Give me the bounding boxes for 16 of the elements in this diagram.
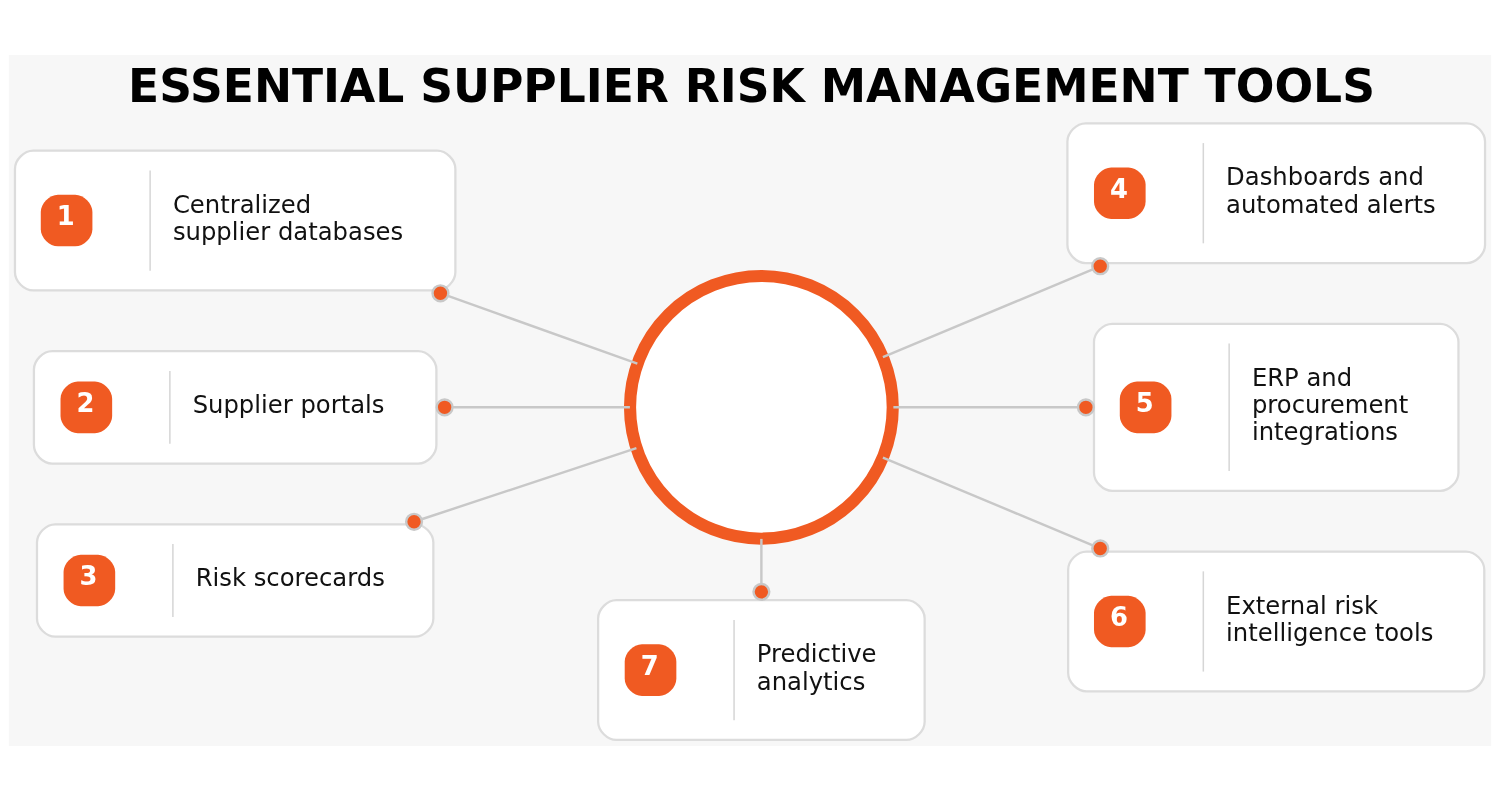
- connector: [882, 455, 1110, 558]
- node-box: 6 External risk intelligence tools: [1067, 549, 1486, 692]
- node-box: 7 Predictive analytics: [597, 598, 926, 741]
- node-box: 5 ERP and procurement integrations: [1092, 322, 1460, 492]
- node-circle: [623, 269, 899, 545]
- node-box: 4 Dashboards and automated alerts: [1066, 121, 1487, 264]
- node-box: 2 Supplier portals: [32, 349, 438, 465]
- connector: [893, 397, 1095, 416]
- node-box: 1 Centralized supplier databases: [13, 149, 457, 292]
- node-box: 3 Risk scorecards: [35, 522, 435, 638]
- connector: [752, 538, 771, 601]
- connector: [435, 397, 630, 416]
- connector: [882, 256, 1110, 358]
- connector: [404, 446, 637, 531]
- connector: [431, 283, 638, 365]
- diagram-title: ESSENTIAL SUPPLIER RISK MANAGEMENT TOOLS: [128, 59, 1375, 113]
